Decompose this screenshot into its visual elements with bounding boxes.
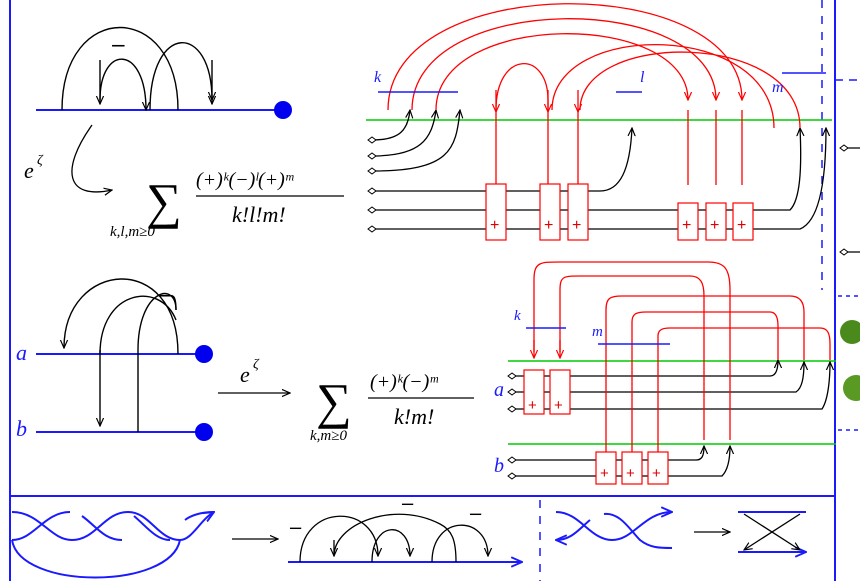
label-l: l <box>640 69 645 86</box>
strip-minus: − <box>400 494 415 515</box>
box-plus: + <box>528 397 537 414</box>
exp-zeta: ζ <box>37 153 44 168</box>
sum-subscript: k,m≥0 <box>310 428 347 444</box>
chord-right <box>149 42 212 111</box>
dot-a <box>195 345 213 363</box>
numerator: (+)ᵏ(−)ᵐ <box>370 371 438 393</box>
box-plus: + <box>652 465 661 482</box>
label-a: a <box>494 379 504 401</box>
top-left-chord-diagram: − <box>36 27 292 119</box>
denominator: k!l!m! <box>232 202 286 227</box>
box-plus: + <box>626 465 635 482</box>
box-plus: + <box>737 217 746 234</box>
label-k: k <box>374 69 382 86</box>
box-plus: + <box>710 217 719 234</box>
dot-b <box>195 423 213 441</box>
box-plus: + <box>544 217 553 234</box>
bottom-strip-chords: − − − <box>288 494 522 562</box>
bottom-formula: ∑ k,m≥0 (+)ᵏ(−)ᵐ k!m! <box>310 371 474 444</box>
right-edge-partial <box>839 144 860 401</box>
box-plus: + <box>600 465 609 482</box>
top-right-expansion: + + + + + + k l m <box>366 3 832 241</box>
bottom-exp-arrow: e ζ <box>218 357 290 393</box>
exp-e: e <box>24 158 34 183</box>
denominator: k!m! <box>394 404 434 429</box>
sum-symbol: ∑ <box>146 173 182 229</box>
chord-outer <box>61 27 179 111</box>
label-a: a <box>16 340 27 365</box>
sum-symbol: ∑ <box>316 373 352 429</box>
top-formula: ∑ k,l,m≥0 (+)ᵏ(−)ˡ(+)ᵐ k!l!m! <box>110 169 344 240</box>
label-k: k <box>514 308 521 324</box>
box-plus: + <box>490 217 499 234</box>
exp-zeta: ζ <box>253 357 260 372</box>
chord-inner <box>99 58 146 110</box>
frame <box>9 0 860 581</box>
minus-label: − <box>158 283 175 307</box>
label-m: m <box>772 79 784 96</box>
minus-label: − <box>110 33 127 57</box>
bottom-strip-knot <box>11 512 214 579</box>
leaf-blob <box>843 375 860 401</box>
middle-left-chord-diagram: − a b <box>16 278 213 441</box>
leaf-blob <box>840 320 860 344</box>
bottom-strip-twist <box>556 512 806 552</box>
label-b: b <box>494 455 504 477</box>
top-exp-arrow: e ζ <box>24 124 112 192</box>
label-m: m <box>592 324 603 340</box>
chord-a <box>64 278 179 355</box>
box-plus: + <box>682 217 691 234</box>
middle-right-expansion: + + + + + k m a b <box>494 261 836 485</box>
endpoint-dot <box>274 101 292 119</box>
label-b: b <box>16 416 27 441</box>
numerator: (+)ᵏ(−)ˡ(+)ᵐ <box>196 169 294 191</box>
strip-minus: − <box>288 518 303 539</box>
sum-subscript: k,l,m≥0 <box>110 224 155 240</box>
box-plus: + <box>572 217 581 234</box>
box-plus: + <box>554 397 563 414</box>
exp-e: e <box>240 362 250 387</box>
strip-minus: − <box>468 504 483 525</box>
